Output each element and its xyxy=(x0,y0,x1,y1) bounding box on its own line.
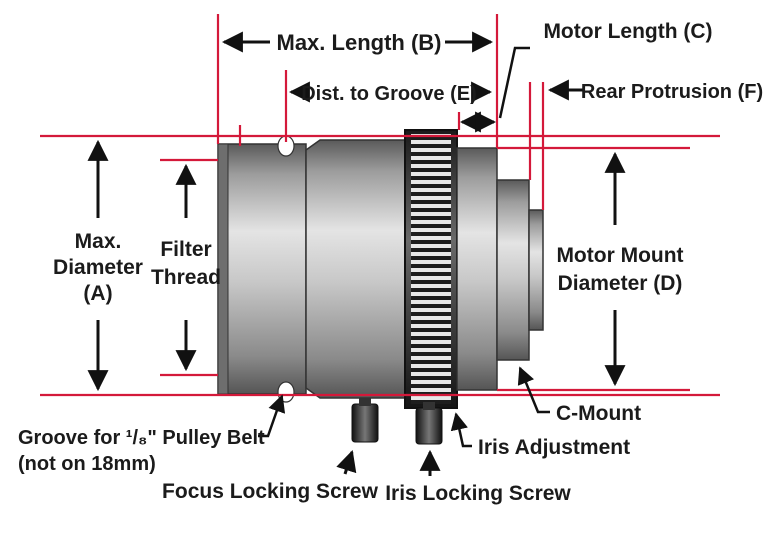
dimension-lines xyxy=(40,14,720,397)
max-diameter-label-line3: (A) xyxy=(83,282,112,305)
motor-length-label: Motor Length (C) xyxy=(543,20,712,43)
front-barrel xyxy=(217,143,307,395)
iris-adjustment-label: Iris Adjustment xyxy=(478,436,630,459)
max-diameter-label-line1: Max. xyxy=(75,230,122,253)
rear-protrusion-label: Rear Protrusion (F) xyxy=(581,81,763,103)
dist-to-groove-label: Dist. to Groove (E) xyxy=(301,83,477,105)
labels: Max. Length (B) Motor Length (C) Dist. t… xyxy=(18,20,763,505)
iris-locking-screw-label: Iris Locking Screw xyxy=(385,482,571,505)
c-mount-label: C-Mount xyxy=(556,402,641,425)
groove-label-line2: (not on 18mm) xyxy=(18,453,156,475)
motor-mount-label-line2: Diameter (D) xyxy=(558,272,683,295)
rear-protrusion-barrel xyxy=(528,209,544,331)
c-mount-flange xyxy=(496,179,530,361)
filter-thread-label-line1: Filter xyxy=(160,238,211,261)
iris-ring-knurl xyxy=(411,134,451,404)
max-length-label: Max. Length (B) xyxy=(277,30,442,55)
rear-barrel xyxy=(456,147,498,391)
motor-mount-label-line1: Motor Mount xyxy=(556,244,683,267)
filter-thread-label-line2: Thread xyxy=(151,266,221,289)
focus-locking-screw-label: Focus Locking Screw xyxy=(162,480,379,503)
iris-locking-screw-icon xyxy=(415,407,443,445)
dimension-arrows xyxy=(87,31,626,476)
mid-barrel xyxy=(305,139,406,399)
groove-label-line1: Groove for ¹/₈" Pulley Belt xyxy=(18,427,265,449)
max-diameter-label-line2: Diameter xyxy=(53,256,143,279)
focus-locking-screw-icon xyxy=(351,403,379,443)
lens-body xyxy=(217,129,544,445)
